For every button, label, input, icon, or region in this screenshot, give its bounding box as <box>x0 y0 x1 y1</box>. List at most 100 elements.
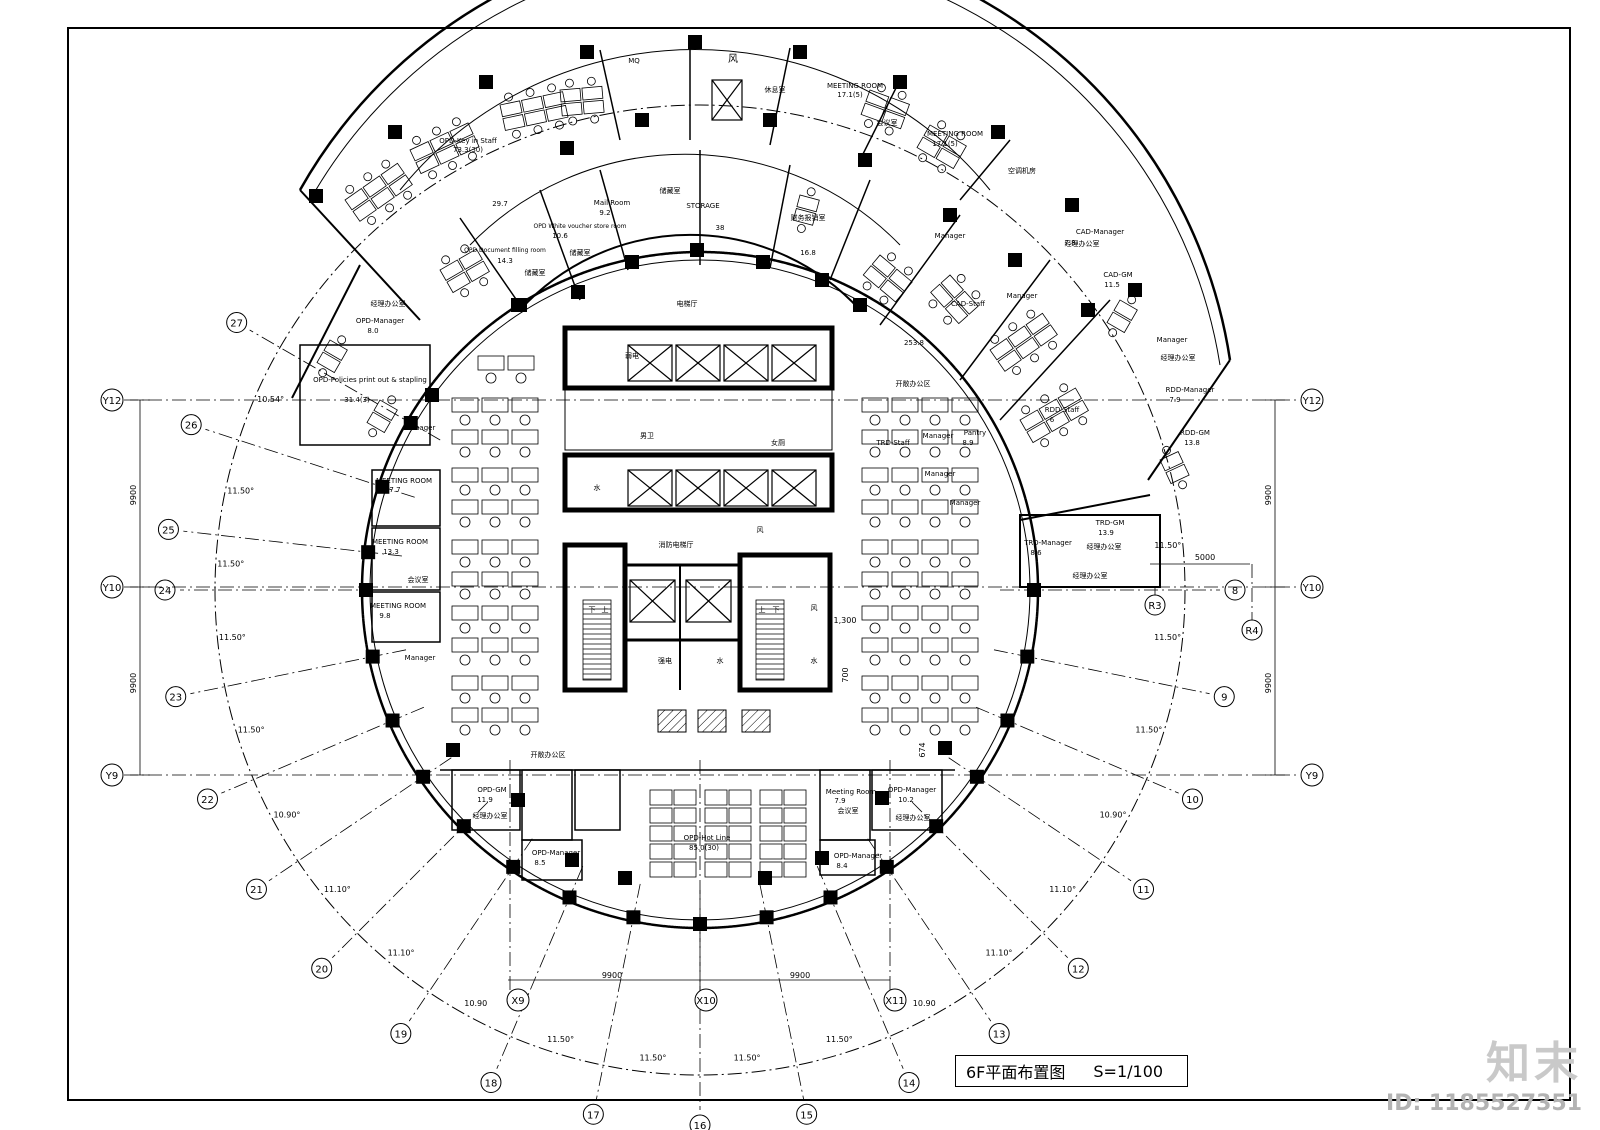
room-meeting-s: Meeting Room <box>826 788 877 796</box>
angle-16: 11.50° <box>734 1054 761 1063</box>
angle-17: 11.50° <box>639 1054 666 1063</box>
dim-y-span-lower-r: 9900 <box>1264 673 1273 693</box>
room-mail-area: 9.2 <box>599 209 610 217</box>
radial-axis-20: 20 <box>311 957 333 979</box>
room-weak-1: 弱电 <box>625 351 639 360</box>
angle-15: 11.50° <box>826 1035 853 1044</box>
room-strong: 强电 <box>658 656 672 665</box>
room-female-wc: 女厕 <box>771 438 785 447</box>
svg-text:Y9: Y9 <box>1305 771 1318 782</box>
svg-text:22: 22 <box>201 795 214 806</box>
room-cad-gm-area: 11.5 <box>1104 281 1120 289</box>
structural-columns <box>309 35 1142 931</box>
room-opd-mgr-r2: OPD-Manager <box>834 852 882 860</box>
room-meeting-l2-area: 13.3 <box>383 548 399 556</box>
svg-text:13: 13 <box>993 1030 1006 1041</box>
north-wing-corridor2 <box>469 153 901 246</box>
radial-axis-26: 26 <box>180 414 202 436</box>
room-opd-manager-area: 8.0 <box>367 327 378 335</box>
watermark: 知末 ID: 1185527351 <box>1386 1027 1582 1116</box>
radial-axis-8: 8 <box>1224 579 1246 601</box>
radial-axis-bubbles: 2726252423222120191817161514131211109810… <box>154 312 1246 1130</box>
room-open-office-1: 开敞办公区 <box>896 379 931 388</box>
svg-text:9: 9 <box>1221 693 1227 704</box>
radial-axis-22: 22 <box>197 788 219 810</box>
svg-text:21: 21 <box>250 885 263 896</box>
dim-x-span-left: 9900 <box>602 971 622 980</box>
radial-axis-14: 14 <box>898 1071 920 1093</box>
room-rest: 休息室 <box>765 85 786 94</box>
room-rdd-staff-area: 6 <box>1050 416 1055 424</box>
central-core <box>562 325 835 693</box>
svg-text:25: 25 <box>162 525 175 536</box>
room-opd-key-staff-area: 73.3(30) <box>453 146 483 154</box>
svg-text:X10: X10 <box>696 996 716 1007</box>
room-storage-cn-3: 储藏室 <box>525 268 546 277</box>
angle-14: 10.90 <box>913 999 936 1008</box>
stair-up-1: 上 <box>602 605 609 614</box>
room-meeting-l2: MEETING ROOM <box>372 538 428 546</box>
room-mgr-office-4: 经理办公室 <box>1065 239 1100 248</box>
drawing-frame <box>67 27 1571 1101</box>
svg-text:18: 18 <box>485 1078 498 1089</box>
room-meeting-l1-area: 7.7 <box>389 486 400 494</box>
wing-partitions <box>459 42 1111 421</box>
room-white-voucher-area: 10.6 <box>552 232 568 240</box>
angle-8: 11.50° <box>1154 541 1181 550</box>
room-manager-7: Manager <box>405 424 436 432</box>
room-water-2: 水 <box>717 656 724 665</box>
wing-wall-right <box>1147 359 1231 481</box>
room-manager-6: Manager <box>950 499 981 507</box>
room-elev-lobby: 电梯厅 <box>677 299 698 308</box>
room-cad-gm: CAD-GM <box>1103 271 1132 279</box>
axis-bubble-x11: X11 <box>883 988 907 1012</box>
radial-axis-11: 11 <box>1133 878 1155 900</box>
axis-bubble-y12-left: Y12 <box>100 388 124 412</box>
svg-text:19: 19 <box>394 1030 407 1041</box>
room-male-wc: 男卫 <box>640 432 654 440</box>
radial-axis-19: 19 <box>390 1023 412 1045</box>
svg-text:15: 15 <box>800 1110 813 1121</box>
radial-axis-13: 13 <box>988 1023 1010 1045</box>
room-rdd-staff: RDD-Staff <box>1045 406 1080 414</box>
dim-x-span-right: 9900 <box>790 971 810 980</box>
stair-down-1: 下 <box>589 606 596 614</box>
room-water-3: 水 <box>811 656 818 665</box>
angle-24: 11.50° <box>219 633 246 642</box>
room-opd-gm: OPD-GM <box>477 786 506 794</box>
radial-axis-16: 16 <box>689 1114 711 1130</box>
room-rdd-manager-area: 7.9 <box>1169 396 1180 404</box>
axis-bubble-r4: R4 <box>1241 619 1263 641</box>
radial-axis-15: 15 <box>796 1103 818 1125</box>
room-trd-manager-area: 8.6 <box>1030 549 1042 557</box>
west-offices <box>299 344 441 643</box>
svg-text:11: 11 <box>1137 885 1150 896</box>
svg-text:10: 10 <box>1186 795 1199 806</box>
angle-9: 11.50° <box>1154 633 1181 642</box>
room-policies-area: 31.4(3) <box>344 396 370 404</box>
angle-10: 11.50° <box>1135 725 1162 734</box>
room-opd-manager-s-area: 8.5 <box>534 859 545 867</box>
room-meeting2: MEETING ROOM <box>927 130 983 138</box>
room-meeting-l3-area: 9.8 <box>379 612 390 620</box>
room-trd-gm: TRD-GM <box>1095 519 1125 527</box>
angle-22: 10.90° <box>274 810 301 819</box>
room-mgr-office-7: 经理办公室 <box>896 813 931 822</box>
svg-text:X9: X9 <box>511 996 524 1007</box>
angle-20: 11.10° <box>388 949 415 958</box>
room-opd-manager-s: OPD-Manager <box>532 849 580 857</box>
angle-19: 10.90 <box>464 999 487 1008</box>
room-white-voucher: OPD White voucher store room <box>533 223 626 230</box>
svg-text:Y10: Y10 <box>102 583 122 594</box>
room-water-1: 水 <box>594 483 601 492</box>
room-meeting-s-area: 7.9 <box>834 797 845 805</box>
room-finance-area: 16.8 <box>800 249 816 257</box>
north-wing-outer <box>298 0 1232 361</box>
svg-text:12: 12 <box>1072 964 1085 975</box>
room-policies: OPD-Policies print out & stapling <box>313 376 427 384</box>
dim-y-span-upper: 9900 <box>129 485 138 505</box>
room-meeting-cn-1: 会议室 <box>877 118 898 127</box>
axis-bubble-x9: X9 <box>506 988 530 1012</box>
room-manager-4: Manager <box>923 432 954 440</box>
room-storage-cn-1: 储藏室 <box>660 186 681 195</box>
